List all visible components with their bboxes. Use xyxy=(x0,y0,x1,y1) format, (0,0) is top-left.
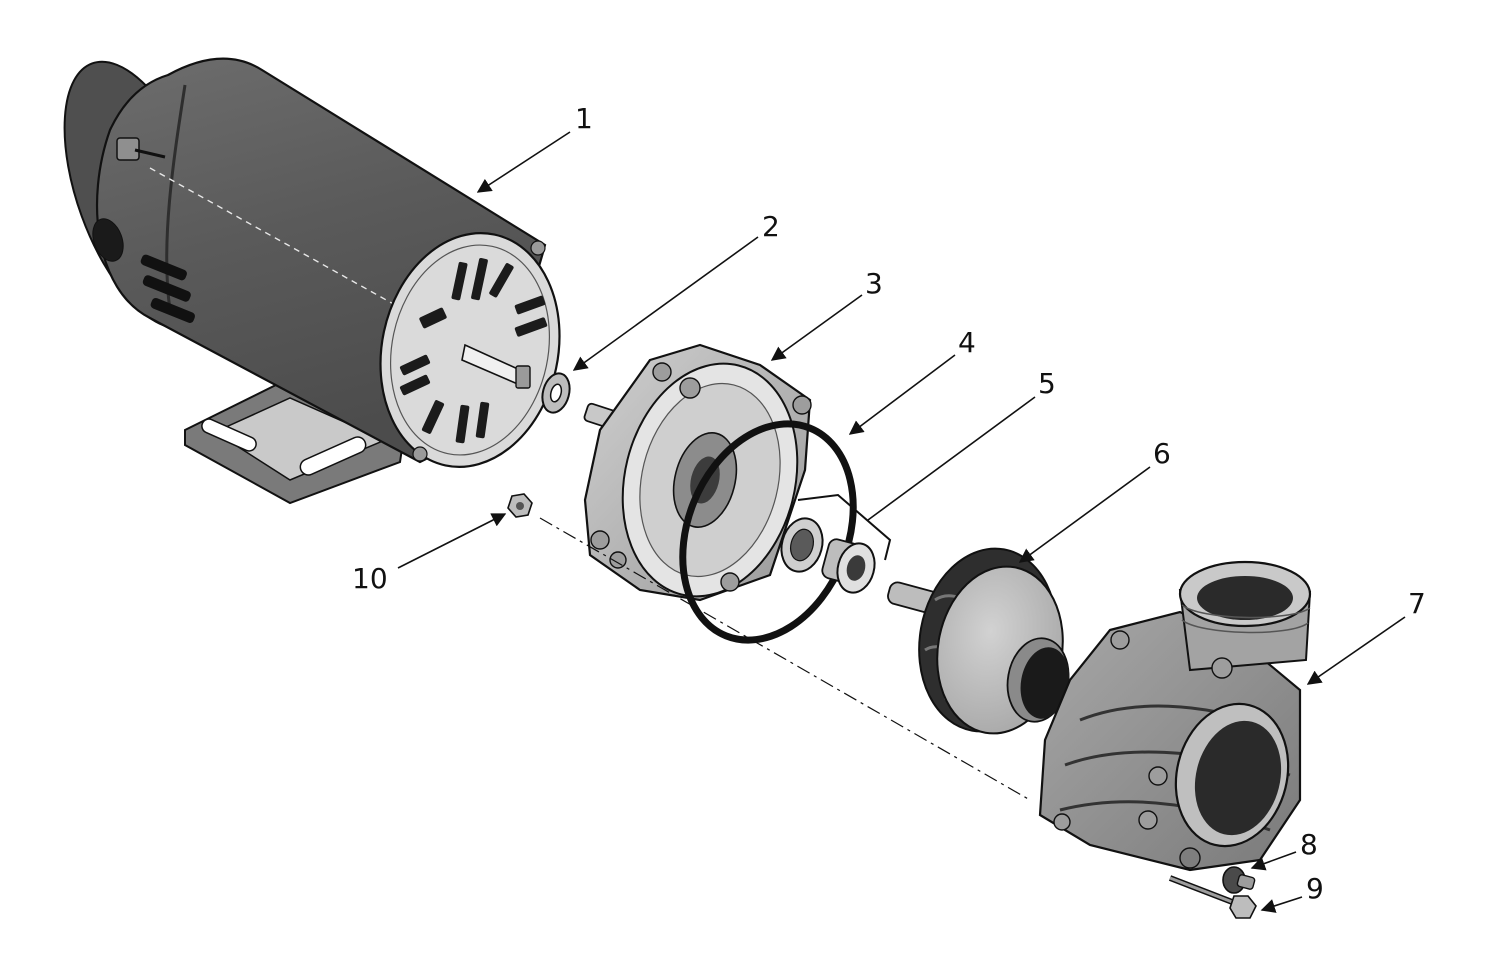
callout-10: 10 xyxy=(352,562,388,595)
callout-7: 7 xyxy=(1408,587,1426,620)
alignment-centerline xyxy=(539,517,1031,801)
callout-3: 3 xyxy=(865,267,883,300)
leader-3 xyxy=(770,294,863,361)
shaft-seal xyxy=(780,493,892,594)
leader-5 xyxy=(867,396,1036,521)
impeller xyxy=(887,547,1070,735)
leader-1 xyxy=(476,131,571,193)
leader-4 xyxy=(848,354,956,435)
pump-housing xyxy=(1038,560,1312,872)
seal-plate xyxy=(583,343,812,602)
motor xyxy=(63,57,561,505)
callout-9: 9 xyxy=(1306,872,1324,905)
drain-plug xyxy=(1222,866,1256,894)
leader-7 xyxy=(1306,616,1406,685)
callout-8: 8 xyxy=(1300,828,1318,861)
callout-1: 1 xyxy=(575,102,593,135)
leader-6 xyxy=(1018,466,1151,563)
callout-6: 6 xyxy=(1153,437,1171,470)
callout-4: 4 xyxy=(958,326,976,359)
callout-5: 5 xyxy=(1038,367,1056,400)
housing-bolt xyxy=(1168,875,1257,919)
shaft-washer xyxy=(541,372,571,414)
callout-2: 2 xyxy=(762,210,780,243)
leader-9 xyxy=(1260,896,1303,913)
leader-10 xyxy=(397,513,507,569)
leader-2 xyxy=(572,236,759,371)
callouts: 1 2 3 4 5 6 7 8 9 10 xyxy=(352,102,1426,913)
hex-nut xyxy=(507,493,533,518)
leader-8 xyxy=(1250,851,1297,871)
